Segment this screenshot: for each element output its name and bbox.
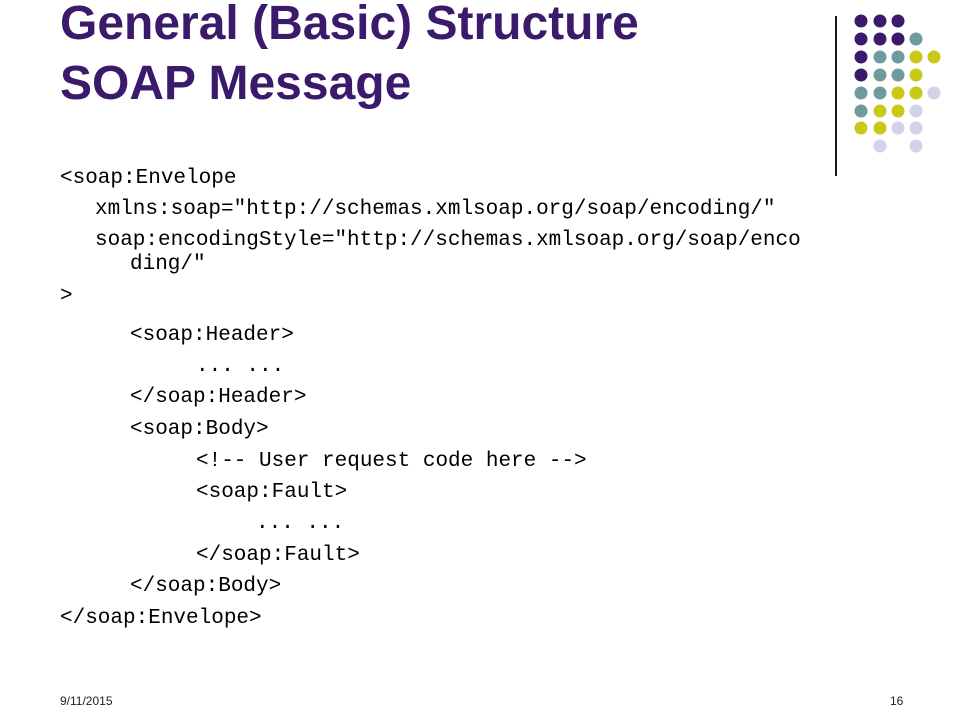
decorative-dot [873,14,887,28]
decorative-dot [909,50,923,64]
footer-date: 9/11/2015 [60,694,113,708]
code-line-xmlns: xmlns:soap="http://schemas.xmlsoap.org/s… [95,198,776,221]
decorative-dot [927,50,941,64]
decorative-dot [854,68,868,82]
decorative-dot [909,139,923,153]
decorative-dot [909,86,923,100]
decorative-dot [891,86,905,100]
decorative-dot [909,32,923,46]
decorative-dot [891,50,905,64]
decorative-dot [873,104,887,118]
decorative-dot [873,50,887,64]
code-line-envelope-close: </soap:Envelope> [60,607,262,630]
slide-title: General (Basic) Structure SOAP Message [60,0,800,114]
code-line-header-open: <soap:Header> [130,324,294,347]
decorative-dot [873,68,887,82]
decorative-dot [891,32,905,46]
decorative-dot [909,121,923,135]
decorative-dot [891,121,905,135]
decorative-dot [854,14,868,28]
code-line-body-open: <soap:Body> [130,418,269,441]
code-line-fault-open: <soap:Fault> [196,481,348,504]
code-line-header-ellipsis: ... ... [196,355,285,378]
code-line-envelope-open: <soap:Envelope [60,167,237,190]
decorative-dot [927,86,941,100]
code-line-encoding-2: ding/" [130,253,206,276]
title-line-1: General (Basic) Structure [60,0,639,50]
decorative-dot [873,86,887,100]
decorative-dot [891,14,905,28]
decorative-dot [891,68,905,82]
code-line-header-close: </soap:Header> [130,386,307,409]
decorative-dot [873,121,887,135]
title-line-2: SOAP Message [60,57,412,110]
decorative-dot [873,139,887,153]
code-line-fault-ellipsis: ... ... [256,512,345,535]
code-line-envelope-bracket: > [60,285,73,308]
decorative-dot [891,104,905,118]
code-line-comment: <!-- User request code here --> [196,450,587,473]
decorative-divider [835,16,837,176]
decorative-dot [854,50,868,64]
decorative-dot [909,104,923,118]
footer-page-number: 16 [890,694,904,708]
decorative-dot [854,32,868,46]
code-line-encoding-1: soap:encodingStyle="http://schemas.xmlso… [95,229,801,252]
decorative-dot [854,121,868,135]
decorative-dot [854,86,868,100]
code-line-body-close: </soap:Body> [130,575,282,598]
decorative-dot [873,32,887,46]
decorative-dot [854,104,868,118]
code-line-fault-close: </soap:Fault> [196,544,360,567]
decorative-dot [909,68,923,82]
